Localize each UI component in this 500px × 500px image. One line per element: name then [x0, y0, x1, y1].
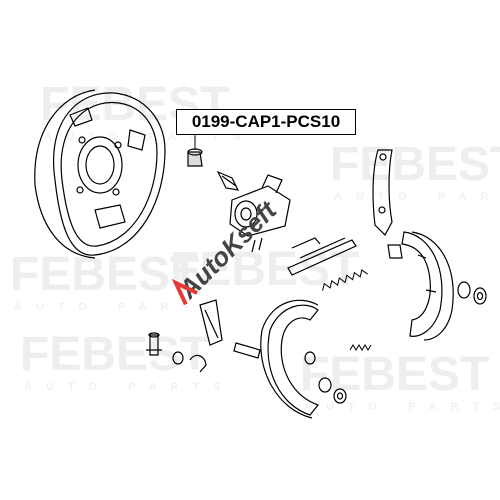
- watermark-sub: AUTO PARTS: [304, 401, 500, 413]
- bleeder-screw: [216, 170, 240, 191]
- small-parts-bottom: [146, 332, 347, 404]
- watermark-sub: AUTO PARTS: [24, 381, 235, 393]
- watermark-brand: FEBEST: [20, 328, 209, 381]
- watermark-brand: FEBEST: [170, 243, 359, 296]
- watermark-left: FEBEST AUTO PARTS FEBEST AUTO PARTS FEBE…: [10, 78, 241, 393]
- watermark-brand: FEBEST: [10, 248, 199, 301]
- small-parts-right: [387, 244, 487, 305]
- watermark-sub: AUTO PARTS: [14, 301, 225, 313]
- adjuster-strut: [287, 237, 357, 276]
- brake-shoe-right: [401, 231, 454, 341]
- return-spring: [322, 269, 372, 351]
- backing-plate: [34, 89, 166, 259]
- watermark-brand: FEBEST: [330, 138, 500, 191]
- watermark-layer: FEBEST AUTO PARTS FEBEST AUTO PARTS FEBE…: [10, 78, 500, 413]
- watermark-sub: AUTO PARTS: [334, 191, 500, 203]
- adjuster-lever: [372, 149, 393, 236]
- brake-shoe-bottom: [260, 299, 319, 419]
- part-number-label: 0199-CAP1-PCS10: [176, 109, 356, 135]
- parking-lever: [199, 299, 223, 346]
- wheel-cylinder: [229, 174, 291, 253]
- watermark-right: FEBEST AUTO PARTS FEBEST AUTO PARTS FEBE…: [170, 138, 500, 413]
- watermark-brand: FEBEST: [300, 348, 489, 401]
